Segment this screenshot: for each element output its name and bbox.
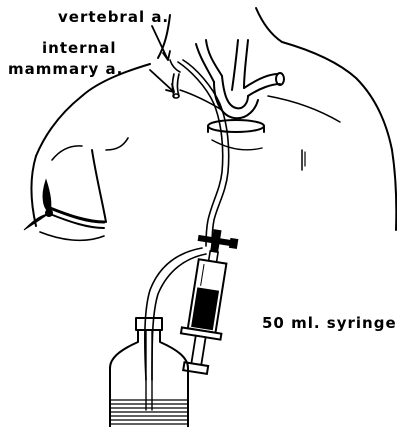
label-internal: internal — [42, 39, 117, 57]
label-mammary-artery: mammary a. — [8, 60, 123, 78]
label-syringe: 50 ml. syringe — [262, 314, 397, 332]
label-vertebral-artery: vertebral a. — [58, 8, 169, 26]
pointer-arrows — [150, 26, 174, 92]
collection-bottle — [110, 318, 188, 427]
syringe — [175, 227, 239, 376]
tourniquet — [24, 180, 104, 230]
